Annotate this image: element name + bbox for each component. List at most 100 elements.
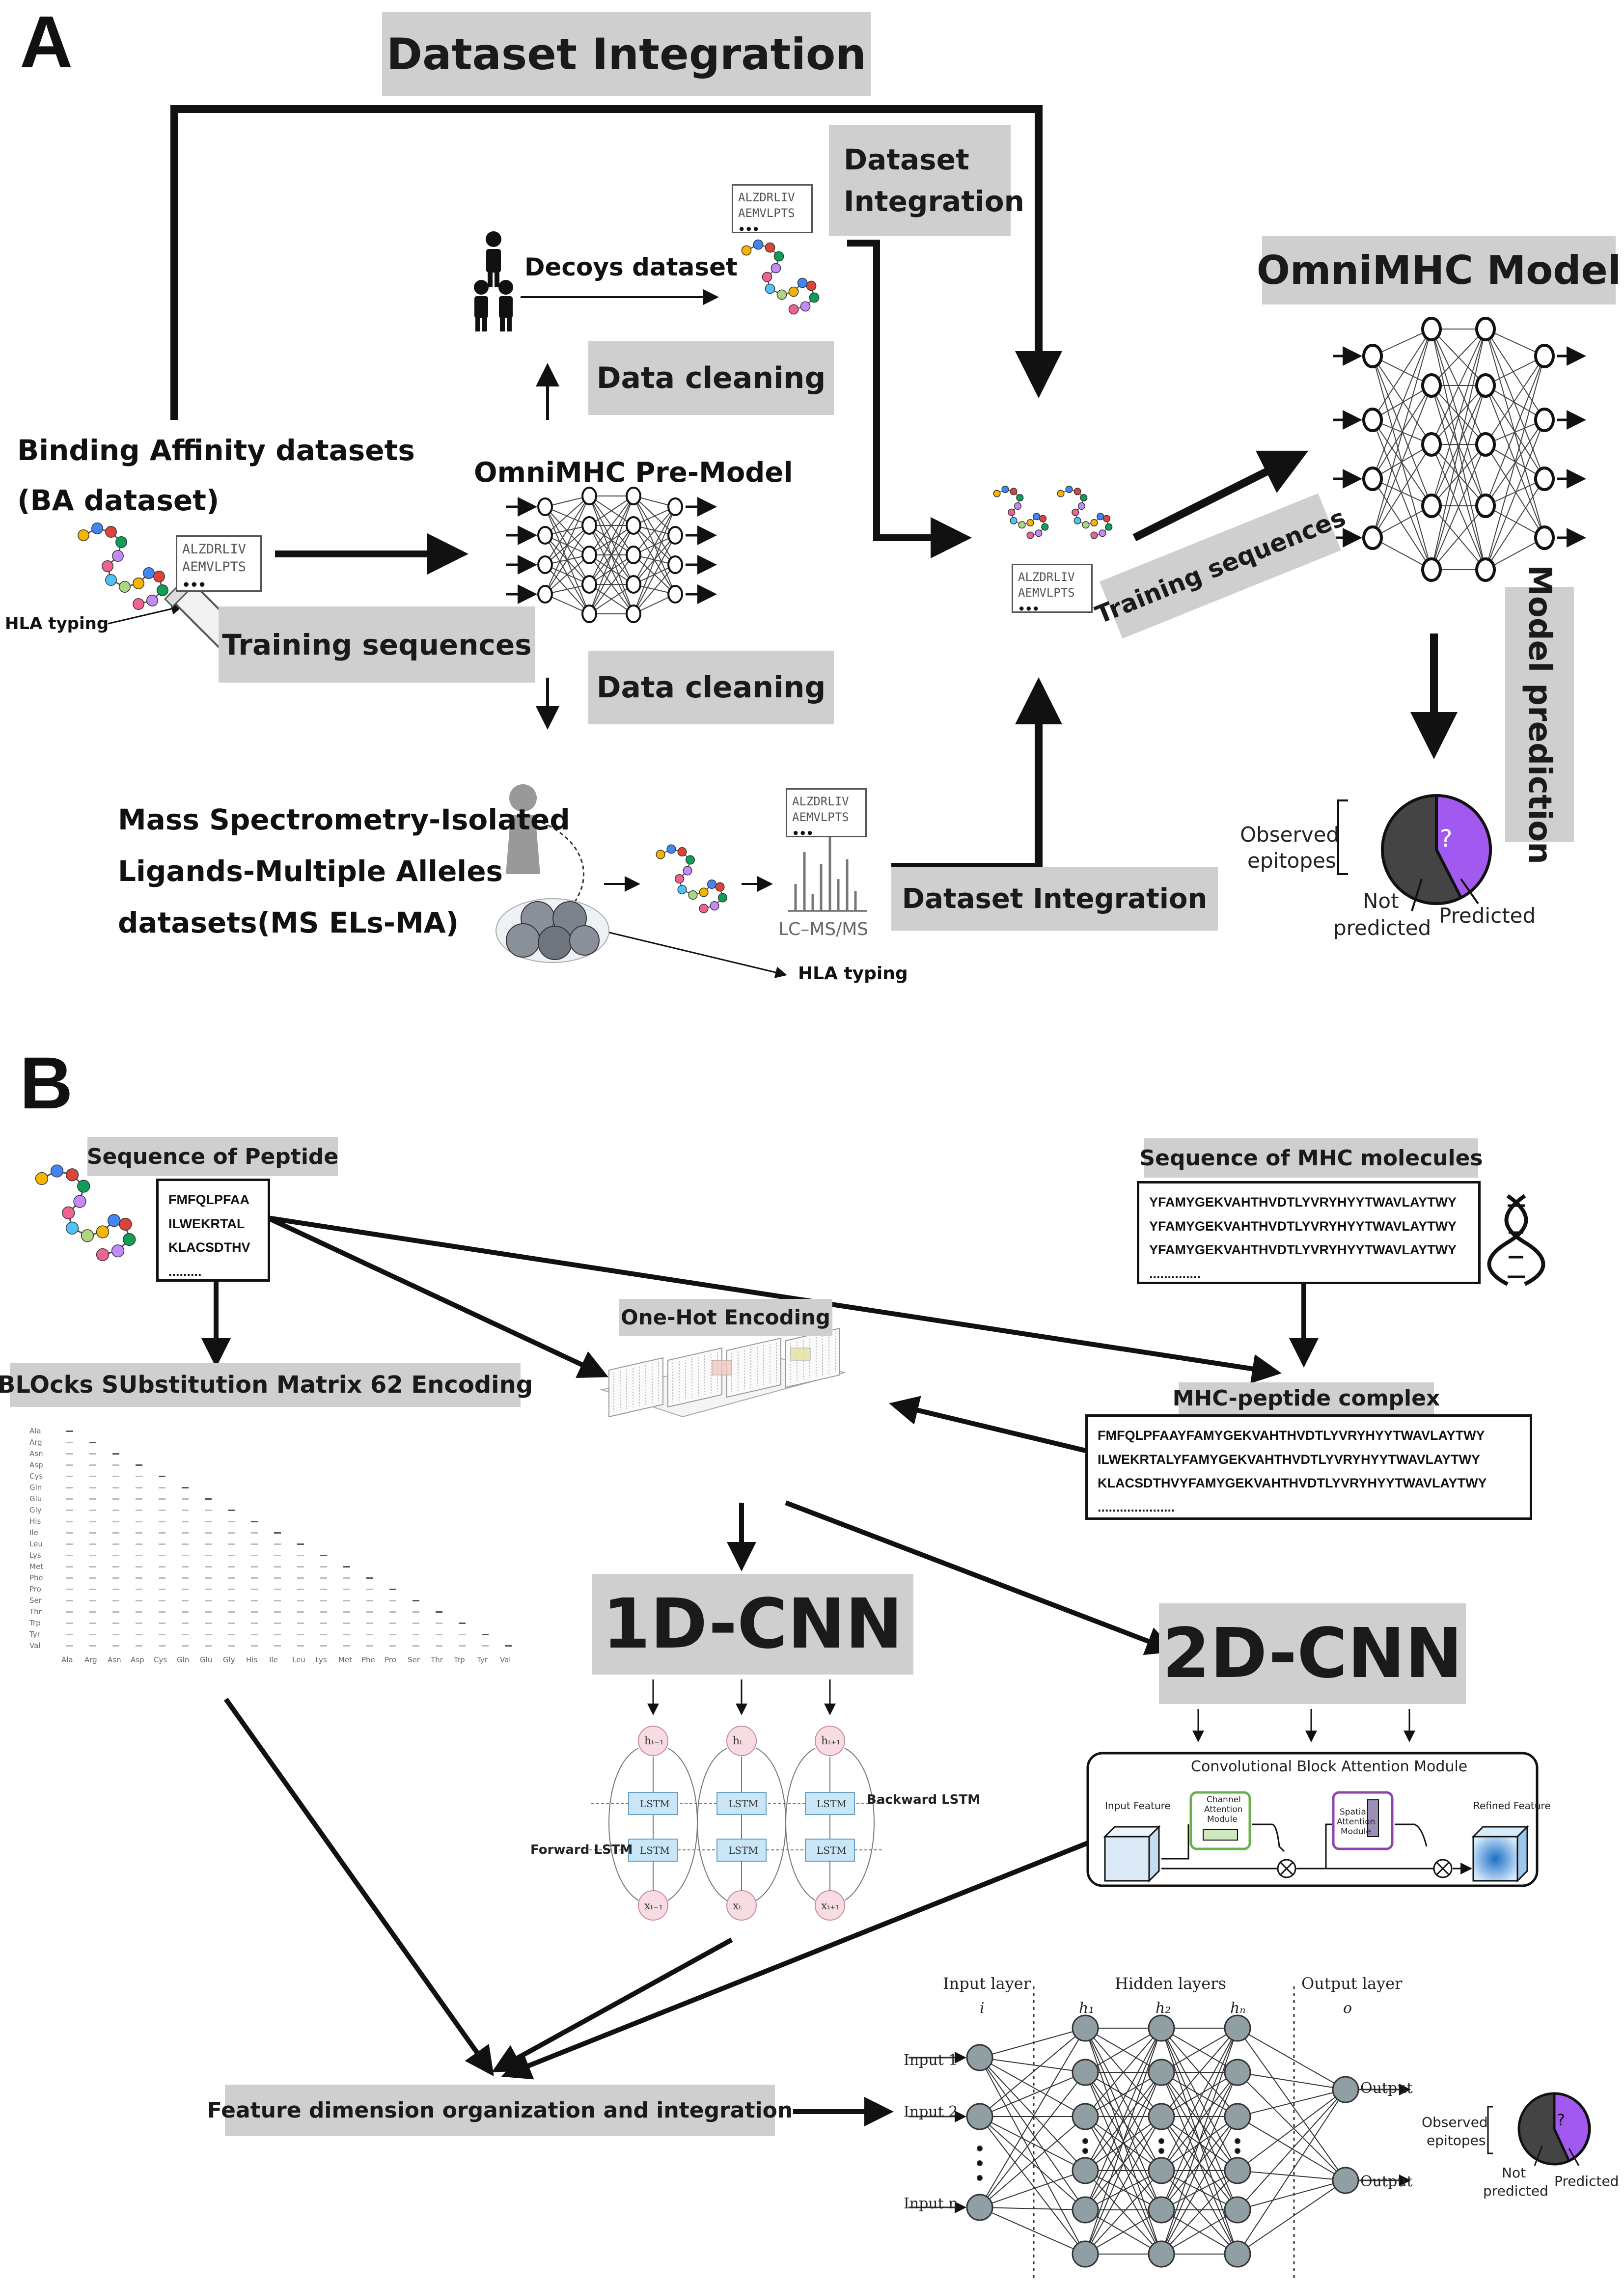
- nn-edge: [1485, 356, 1545, 506]
- nn-edge: [1431, 444, 1486, 570]
- nn-edge: [979, 2207, 1086, 2255]
- lstm-x-label: xₜ: [733, 1900, 742, 1912]
- chain-residue: [1039, 515, 1047, 523]
- cbam-spatial-line2: Attention: [1337, 1817, 1376, 1827]
- blosum-cell: [89, 1611, 96, 1613]
- cbam-channel-line3: Module: [1207, 1815, 1238, 1824]
- blosum-cell: [436, 1611, 442, 1613]
- nn-edge: [1372, 329, 1432, 479]
- nn-edge: [1372, 356, 1432, 445]
- i-label: i: [980, 2000, 985, 2017]
- observed-epitopes-b-line1: Observed: [1422, 2114, 1488, 2130]
- blosum-cell: [89, 1634, 96, 1635]
- nn-edge: [1161, 2028, 1238, 2255]
- blosum-cell: [112, 1555, 119, 1556]
- blosum-cell: [89, 1543, 96, 1545]
- pie-question-b: ?: [1557, 2111, 1565, 2129]
- peptide-line: AEMVLPTS: [738, 206, 795, 220]
- lstm-skip-arc: [667, 1748, 698, 1901]
- peptide-box-decoys: ALZDRLIV AEMVLPTS •••: [732, 184, 813, 236]
- blosum-col-label: Asn: [108, 1655, 121, 1664]
- nn-node: [1362, 408, 1383, 432]
- nn-node: [1475, 317, 1496, 341]
- blosum-cell: [274, 1577, 281, 1579]
- nn-edge: [1485, 478, 1545, 570]
- blosum-cell: [228, 1566, 235, 1568]
- nn-edge: [979, 2057, 1086, 2117]
- blosum-cell: [66, 1510, 73, 1511]
- decoys-dataset-label: Decoys dataset: [524, 253, 738, 281]
- blosum-col-label: Arg: [84, 1655, 97, 1664]
- nn-edge: [1485, 356, 1545, 386]
- cnn2d-label: 2D-CNN: [1162, 1614, 1463, 1694]
- chain-residue: [77, 1180, 90, 1193]
- blosum-cell: [205, 1555, 212, 1556]
- nn-edge: [1431, 329, 1486, 445]
- peptide-line: ALZDRLIV: [738, 191, 795, 204]
- nn-edge: [979, 2057, 1086, 2073]
- nn-node: [1475, 557, 1496, 582]
- chain-residue: [1097, 513, 1104, 521]
- chain-residue: [776, 289, 787, 300]
- hla-typing-left-line: [108, 603, 183, 625]
- ms-dataset-line3: datasets(MS ELs-MA): [118, 906, 459, 939]
- chain-residue: [73, 1195, 86, 1208]
- blosum-cell: [112, 1611, 119, 1613]
- blosum-cell: [482, 1645, 489, 1647]
- peptide-chain-integration-2: [1057, 485, 1113, 539]
- model-prediction-label: Model prediction: [1521, 565, 1558, 864]
- blosum-cell: [89, 1555, 96, 1556]
- nn-node: [1332, 2167, 1359, 2194]
- blosum-row-label: Arg: [29, 1438, 42, 1447]
- nn-edge: [589, 495, 634, 614]
- blosum-cell: [182, 1634, 189, 1635]
- chain-residue: [1008, 508, 1016, 516]
- blosum-cell: [112, 1589, 119, 1590]
- blosum-cell: [136, 1611, 142, 1613]
- blosum-row-label: His: [29, 1517, 41, 1526]
- nn-edge: [1085, 2028, 1162, 2210]
- blosum-cell: [274, 1611, 281, 1613]
- chain-residue: [1105, 523, 1113, 531]
- prediction-pie-a: [1337, 794, 1492, 911]
- mhc-complex-box: MHC-peptide complex: [1173, 1382, 1440, 1414]
- chain-residue: [773, 251, 784, 262]
- peptide-box-integration: ALZDRLIV AEMVLPTS •••: [1012, 564, 1093, 616]
- lstm-cell-label: LSTM: [817, 1798, 847, 1810]
- nn-edge: [1085, 2028, 1162, 2117]
- nn-node: [1072, 2014, 1099, 2042]
- chain-residue: [65, 1221, 79, 1235]
- blosum-cell: [251, 1566, 258, 1568]
- chain-residue: [699, 904, 709, 913]
- panel-a-label: A: [20, 0, 73, 83]
- blosum-cell: [66, 1431, 73, 1432]
- nn-edge: [545, 525, 590, 595]
- sequence-of-peptide-box: Sequence of Peptide: [87, 1137, 338, 1176]
- blosum-cell: [66, 1589, 73, 1590]
- onehot-plane: [726, 1337, 781, 1398]
- chain-residue: [1010, 517, 1018, 524]
- mhc-seq-line: YFAMYGEKVAHTHVDTLYVRYHYYTWAVLAYTWY: [1149, 1242, 1457, 1258]
- blosum-cell: [366, 1589, 373, 1590]
- blosum-cell: [159, 1532, 165, 1534]
- nn-edge: [589, 584, 634, 614]
- lstm-h-label: hₜ₋₁: [644, 1735, 664, 1747]
- nn-node: [581, 575, 597, 594]
- blosum-cell: [251, 1543, 258, 1545]
- nn-node: [966, 2194, 993, 2221]
- blosum-cell: [159, 1510, 165, 1511]
- ellipsis-dot: [1158, 2138, 1164, 2144]
- not-predicted-a-line1: Not: [1363, 889, 1399, 913]
- blosum-cell: [112, 1623, 119, 1624]
- nn-edge: [1085, 2116, 1162, 2171]
- blosum-row-label: Val: [29, 1641, 41, 1650]
- blosum-cell: [297, 1566, 304, 1568]
- blosum-col-label: Val: [500, 1655, 511, 1664]
- blosum-cell: [159, 1566, 165, 1568]
- nn-node: [581, 546, 597, 564]
- chain-residue: [677, 847, 687, 857]
- peptide-line: ALZDRLIV: [1018, 570, 1075, 584]
- blosum-cell: [274, 1623, 281, 1624]
- chain-residue: [1014, 502, 1022, 510]
- chain-residue: [133, 578, 144, 589]
